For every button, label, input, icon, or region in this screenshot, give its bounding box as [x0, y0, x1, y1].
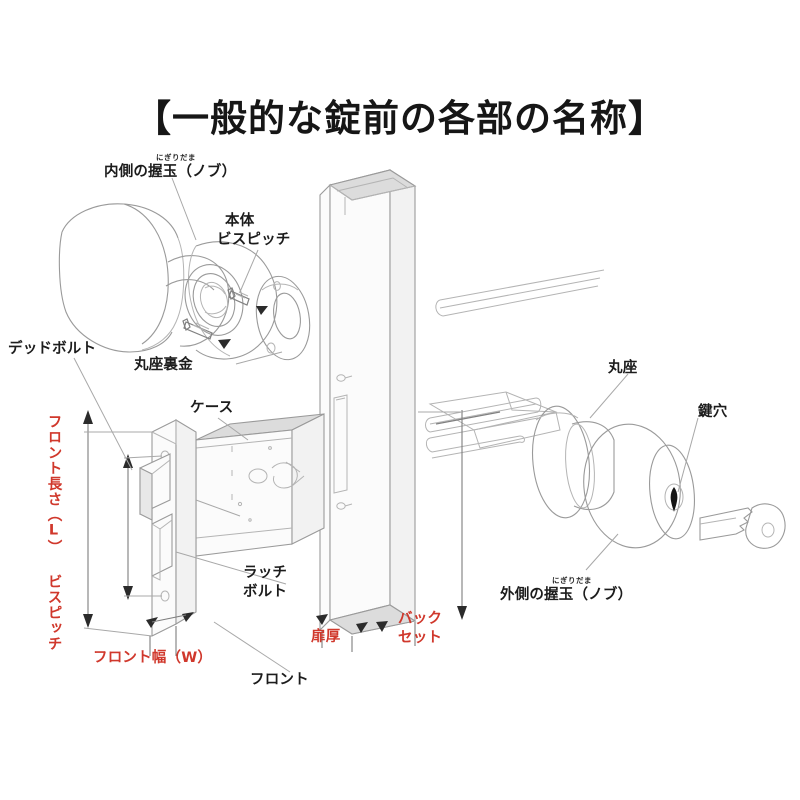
- inner-knob-ruby: にぎりだま: [156, 153, 196, 162]
- dim-backset: [418, 410, 467, 620]
- dim-front-width: [146, 612, 194, 656]
- label-rosette-backplate: 丸座裏金: [134, 357, 193, 373]
- dim-front-length: [83, 410, 93, 628]
- dimension-lines: [83, 410, 467, 656]
- dim-screw-pitch: [123, 454, 133, 600]
- label-latch-bolt-line2: ボルト: [243, 584, 288, 600]
- label-inner-knob: 内側の握玉（ノブ）: [104, 164, 237, 180]
- key-shape: [699, 503, 786, 549]
- label-front-length: フロント長さ（L）: [45, 414, 62, 555]
- label-latch-bolt-line1: ラッチ: [243, 565, 288, 581]
- label-body-screw-pitch-line1: 本体: [225, 213, 255, 229]
- dead-bolt-shape: [139, 453, 171, 521]
- label-screw-pitch: ビスピッチ: [45, 574, 62, 652]
- latch-bolt-shape: [151, 513, 173, 581]
- label-outer-knob: 外側の握玉（ノブ）: [500, 587, 633, 603]
- page-title: 【一般的な錠前の各部の名称】: [134, 97, 666, 140]
- label-keyhole: 鍵穴: [698, 404, 728, 420]
- lock-case-part: [139, 413, 325, 637]
- label-backset-line1: バック: [398, 611, 443, 627]
- outer-knob-part: [531, 405, 786, 549]
- keyhole-shape: [670, 487, 678, 512]
- knob-mounting-screws: [182, 287, 250, 340]
- inner-knob-part: [58, 203, 311, 361]
- label-case: ケース: [190, 400, 234, 416]
- label-front: フロント: [250, 672, 309, 688]
- outer-knob-ruby: にぎりだま: [552, 576, 592, 585]
- door-edge-part: [319, 168, 417, 635]
- label-front-width: フロント幅（W）: [93, 650, 213, 666]
- label-dead-bolt: デッドボルト: [8, 341, 97, 357]
- label-door-thickness: 扉厚: [311, 629, 341, 645]
- label-body-screw-pitch-line2: ビスピッチ: [217, 232, 291, 248]
- front-plate-part: [139, 419, 197, 637]
- dim-door-thickness: [316, 614, 416, 652]
- label-leaders: [73, 177, 699, 673]
- spindle-rods-part: [425, 269, 605, 459]
- label-rosette: 丸座: [608, 360, 638, 376]
- label-backset-line2: セット: [398, 630, 443, 646]
